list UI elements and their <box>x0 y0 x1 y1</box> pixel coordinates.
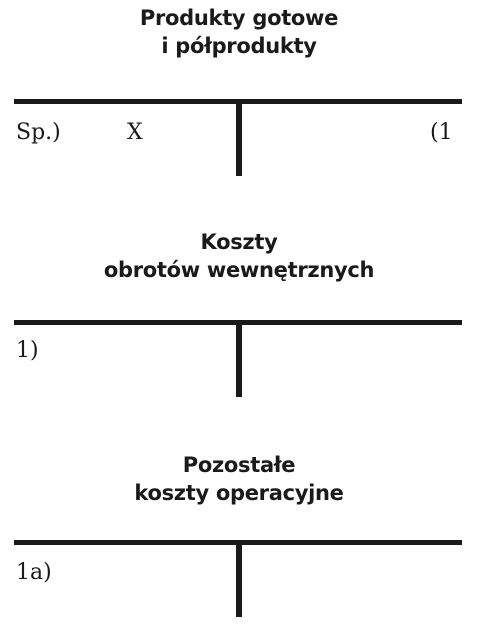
t-account-horizontal-line <box>14 320 462 325</box>
t-account-internal-turnover-costs: Koszty obrotów wewnętrznych 1) <box>0 0 478 397</box>
t-account-horizontal-line <box>14 540 462 545</box>
t-account-horizontal-line <box>14 99 462 104</box>
t-account-vertical-line <box>236 545 242 617</box>
t-account-vertical-line <box>236 104 242 176</box>
account-title-line-1: Produkty gotowe <box>139 6 339 30</box>
account-title: Koszty obrotów wewnętrznych <box>0 228 478 284</box>
credit-entry-reference: (1 <box>430 120 453 145</box>
debit-entry-reference: 1a) <box>16 560 52 585</box>
t-account-other-operating-costs: Pozostałe koszty operacyjne 1a) <box>0 0 478 617</box>
account-title-line-2: obrotów wewnętrznych <box>103 258 375 282</box>
debit-entry-amount: X <box>127 120 143 145</box>
account-title-line-1: Pozostałe <box>182 453 296 477</box>
account-title: Pozostałe koszty operacyjne <box>0 451 478 507</box>
debit-entry-opening-balance: Sp.) <box>16 120 61 145</box>
account-title-line-1: Koszty <box>200 230 278 254</box>
debit-entry-reference: 1) <box>16 338 39 363</box>
t-account-finished-products: Produkty gotowe i półprodukty Sp.) X (1 <box>0 0 478 200</box>
account-title-line-2: i półprodukty <box>161 34 317 58</box>
account-title-line-2: koszty operacyjne <box>134 481 344 505</box>
account-title: Produkty gotowe i półprodukty <box>0 4 478 60</box>
t-account-vertical-line <box>236 325 242 397</box>
